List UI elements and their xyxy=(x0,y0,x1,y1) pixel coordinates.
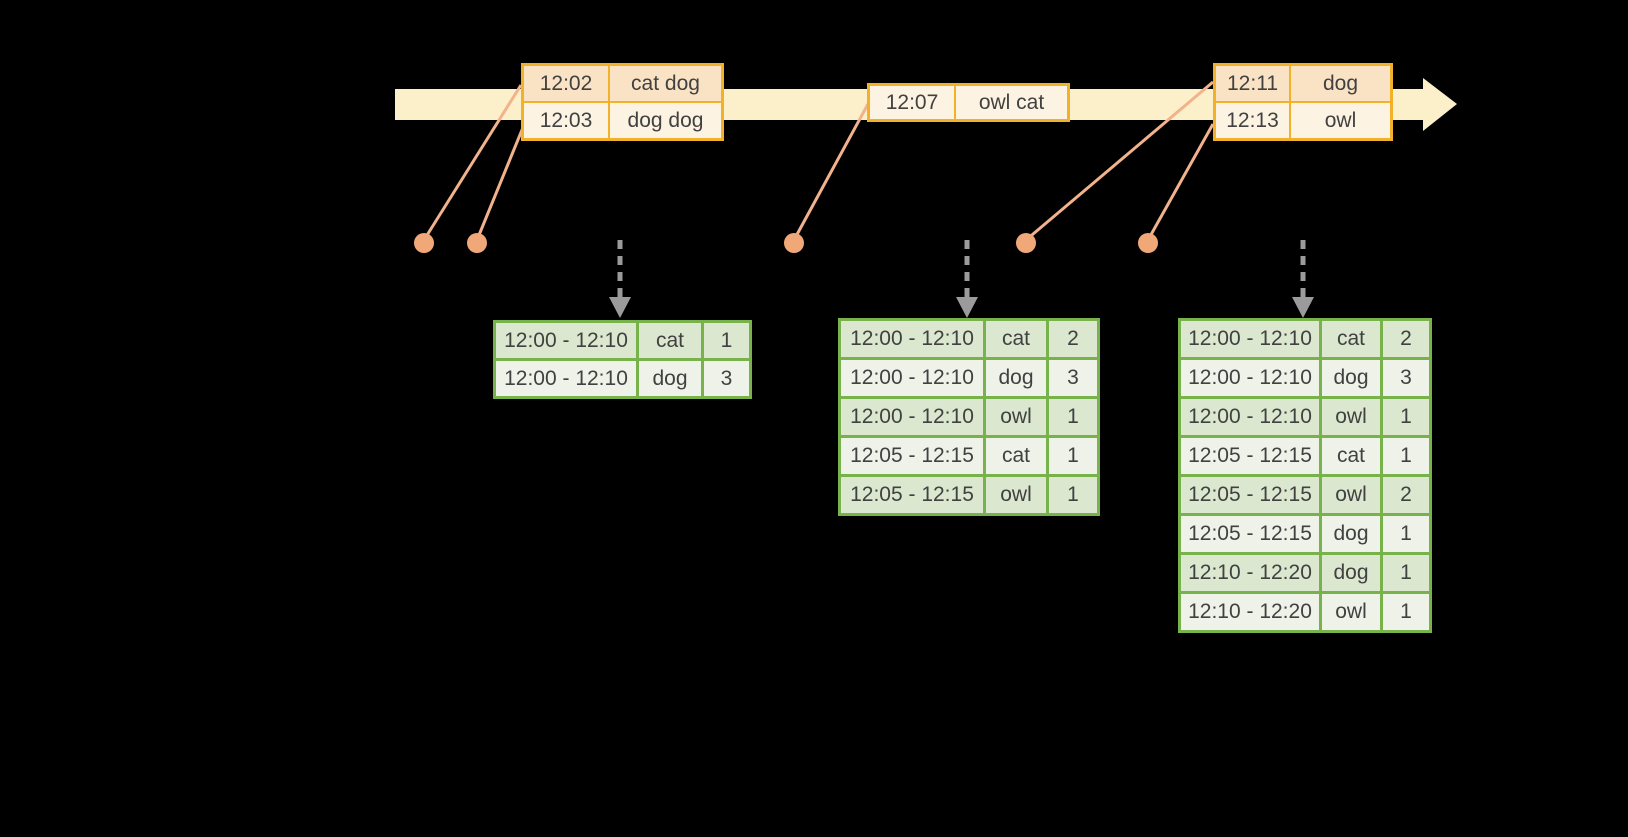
count-cell: 1 xyxy=(1383,438,1429,474)
event-dot xyxy=(414,233,434,253)
connector-line xyxy=(792,103,870,241)
window-cell: 12:00 - 12:10 xyxy=(841,399,983,435)
result-table-2: 12:00 - 12:10 cat 2 12:00 - 12:10 dog 3 … xyxy=(838,318,1100,516)
window-cell: 12:05 - 12:15 xyxy=(1181,438,1319,474)
count-cell: 3 xyxy=(704,361,749,396)
event-dot xyxy=(467,233,487,253)
word-cell: owl xyxy=(1322,477,1380,513)
window-cell: 12:05 - 12:15 xyxy=(841,438,983,474)
count-cell: 1 xyxy=(1049,399,1097,435)
count-cell: 3 xyxy=(1383,360,1429,396)
event-words-cell: cat dog xyxy=(610,66,721,101)
event-words-cell: dog dog xyxy=(610,103,721,138)
count-cell: 1 xyxy=(704,323,749,358)
result-table-3: 12:00 - 12:10 cat 2 12:00 - 12:10 dog 3 … xyxy=(1178,318,1432,633)
event-time-cell: 12:13 xyxy=(1216,103,1289,138)
connector-line xyxy=(422,84,523,241)
event-words-cell: owl xyxy=(1291,103,1390,138)
count-cell: 1 xyxy=(1383,555,1429,591)
window-cell: 12:00 - 12:10 xyxy=(841,360,983,396)
word-cell: cat xyxy=(986,321,1046,357)
result-table-1: 12:00 - 12:10 cat 1 12:00 - 12:10 dog 3 xyxy=(493,320,752,399)
window-cell: 12:00 - 12:10 xyxy=(496,323,636,358)
word-cell: owl xyxy=(1322,594,1380,630)
trigger-arrowhead xyxy=(1292,297,1314,318)
window-cell: 12:00 - 12:10 xyxy=(1181,321,1319,357)
window-cell: 12:10 - 12:20 xyxy=(1181,555,1319,591)
window-cell: 12:05 - 12:15 xyxy=(1181,477,1319,513)
word-cell: owl xyxy=(986,477,1046,513)
event-dot xyxy=(1138,233,1158,253)
trigger-arrow-icon xyxy=(609,240,631,318)
event-dot xyxy=(1016,233,1036,253)
window-cell: 12:00 - 12:10 xyxy=(841,321,983,357)
window-cell: 12:05 - 12:15 xyxy=(841,477,983,513)
word-cell: cat xyxy=(639,323,701,358)
word-cell: dog xyxy=(986,360,1046,396)
window-cell: 12:10 - 12:20 xyxy=(1181,594,1319,630)
count-cell: 2 xyxy=(1383,477,1429,513)
event-table-3: 12:11 dog 12:13 owl xyxy=(1213,63,1393,141)
word-cell: cat xyxy=(1322,438,1380,474)
event-table-1: 12:02 cat dog 12:03 dog dog xyxy=(521,63,724,141)
window-cell: 12:05 - 12:15 xyxy=(1181,516,1319,552)
connector-line xyxy=(1025,80,1214,242)
timeline-arrowhead xyxy=(1423,78,1457,131)
trigger-arrow-icon xyxy=(1292,240,1314,318)
count-cell: 1 xyxy=(1383,399,1429,435)
word-cell: owl xyxy=(1322,399,1380,435)
count-cell: 1 xyxy=(1383,594,1429,630)
event-words-cell: owl cat xyxy=(956,86,1067,119)
window-cell: 12:00 - 12:10 xyxy=(496,361,636,396)
word-cell: cat xyxy=(986,438,1046,474)
trigger-arrow-icon xyxy=(956,240,978,318)
word-cell: dog xyxy=(1322,360,1380,396)
count-cell: 1 xyxy=(1383,516,1429,552)
event-time-cell: 12:07 xyxy=(870,86,954,119)
count-cell: 1 xyxy=(1049,438,1097,474)
trigger-arrowhead xyxy=(956,297,978,318)
word-cell: dog xyxy=(1322,516,1380,552)
window-cell: 12:00 - 12:10 xyxy=(1181,360,1319,396)
word-cell: cat xyxy=(1322,321,1380,357)
word-cell: dog xyxy=(1322,555,1380,591)
event-time-cell: 12:03 xyxy=(524,103,608,138)
event-words-cell: dog xyxy=(1291,66,1390,101)
word-cell: owl xyxy=(986,399,1046,435)
event-time-cell: 12:02 xyxy=(524,66,608,101)
count-cell: 1 xyxy=(1049,477,1097,513)
event-dot xyxy=(784,233,804,253)
count-cell: 3 xyxy=(1049,360,1097,396)
connector-line xyxy=(475,124,526,241)
trigger-arrowhead xyxy=(609,297,631,318)
event-time-cell: 12:11 xyxy=(1216,66,1289,101)
connector-line xyxy=(1146,123,1215,241)
event-table-2: 12:07 owl cat xyxy=(867,83,1070,122)
count-cell: 2 xyxy=(1383,321,1429,357)
window-cell: 12:00 - 12:10 xyxy=(1181,399,1319,435)
count-cell: 2 xyxy=(1049,321,1097,357)
word-cell: dog xyxy=(639,361,701,396)
